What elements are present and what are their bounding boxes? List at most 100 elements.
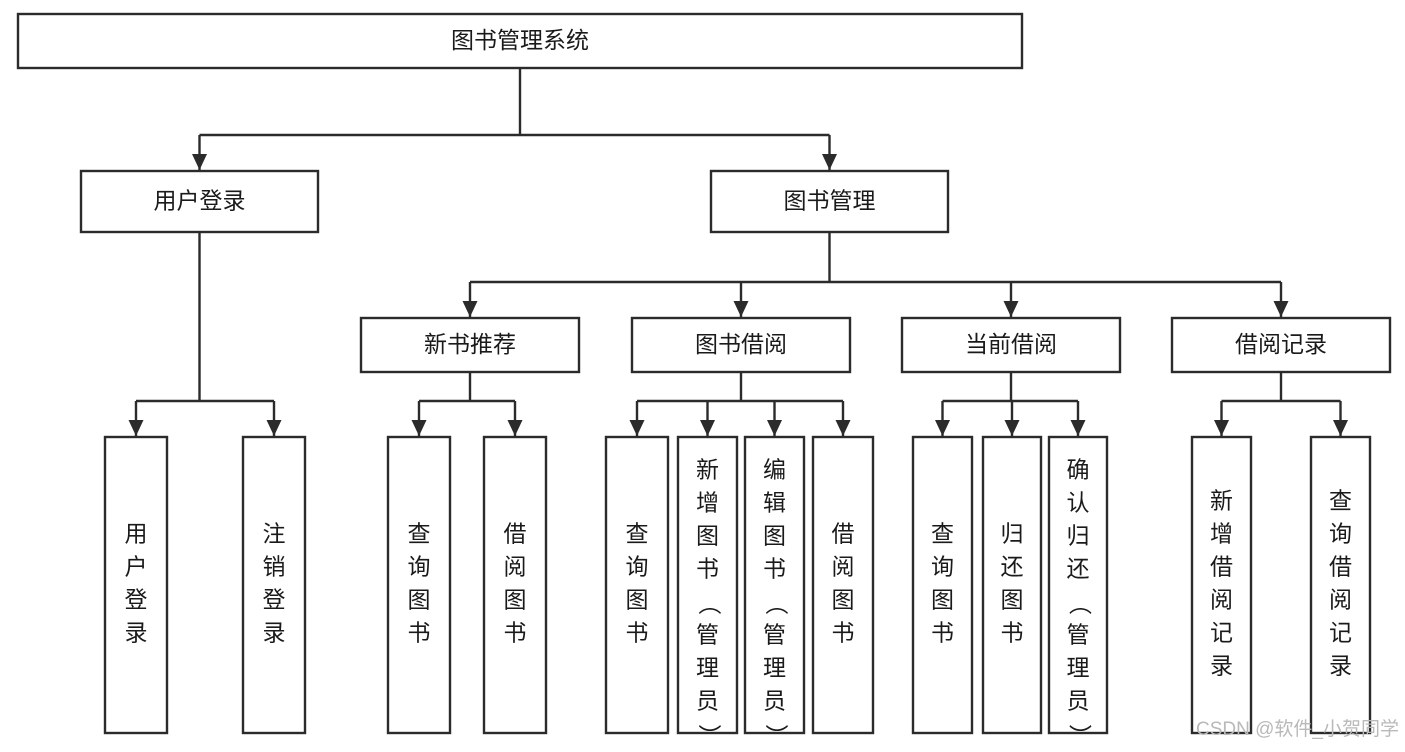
node-label-book-borrow: 图书借阅 [695,331,787,357]
node-box-leaf-edit-book [743,435,806,735]
node-leaf-user-login[interactable]: 用户登录 [103,435,169,735]
svg-text:阅: 阅 [504,554,527,580]
arrow-head-icon [1214,420,1229,436]
svg-text:借: 借 [1210,554,1233,580]
svg-text:（: （ [763,592,789,615]
arrow-head-icon [733,301,749,317]
node-box-leaf-add-book [676,435,739,735]
node-label-user-login: 用户登录 [154,188,246,214]
svg-text:新: 新 [696,457,719,483]
node-current-borrow[interactable]: 当前借阅 [900,316,1122,374]
svg-text:员: 员 [696,688,719,714]
svg-text:确: 确 [1067,457,1090,483]
svg-text:辑: 辑 [763,490,786,516]
node-new-book-recommend[interactable]: 新书推荐 [359,316,581,374]
connector-group-user-login [128,232,282,436]
node-box-root [16,12,1024,70]
svg-text:登: 登 [263,587,286,613]
arrow-head-icon [1333,420,1348,436]
svg-text:新: 新 [1210,488,1233,514]
svg-text:询: 询 [408,554,431,580]
node-box-new-book-recommend [359,316,581,374]
svg-text:借: 借 [1329,554,1352,580]
svg-text:书: 书 [931,620,954,646]
arrow-head-icon [767,420,782,436]
svg-text:查: 查 [626,521,649,547]
svg-text:书: 书 [696,556,719,582]
svg-text:编: 编 [763,457,786,483]
arrow-head-icon [266,420,282,436]
node-user-login[interactable]: 用户登录 [79,169,320,234]
connector-group-new-book-recommend [411,372,523,436]
node-book-manage[interactable]: 图书管理 [709,169,950,234]
svg-text:）: ） [1067,724,1093,747]
node-box-leaf-return-book [981,435,1043,735]
connector-group-borrow-record [1214,372,1348,436]
arrow-head-icon [507,420,523,436]
svg-text:录: 录 [1329,653,1352,679]
svg-text:理: 理 [696,655,719,681]
arrow-head-icon [462,301,478,317]
arrow-head-icon [128,420,144,436]
node-box-leaf-user-login [103,435,169,735]
svg-text:图: 图 [408,587,431,613]
svg-text:录: 录 [1210,653,1233,679]
svg-text:销: 销 [263,554,286,580]
node-layer: 图书管理系统用户登录图书管理新书推荐图书借阅当前借阅借阅记录用户登录注销登录查询… [16,12,1392,747]
svg-text:查: 查 [408,521,431,547]
svg-text:书: 书 [504,620,527,646]
svg-text:查: 查 [1329,488,1352,514]
node-label-new-book-recommend: 新书推荐 [424,331,516,357]
node-book-borrow[interactable]: 图书借阅 [630,316,852,374]
node-box-current-borrow [900,316,1122,374]
svg-text:）: ） [763,724,789,747]
csdn-watermark: CSDN @软件_小贺同学 [1196,718,1399,740]
svg-text:图: 图 [931,587,954,613]
svg-text:增: 增 [696,490,719,516]
node-box-book-borrow [630,316,852,374]
svg-text:用: 用 [125,521,148,547]
svg-text:录: 录 [263,620,286,646]
node-box-book-manage [709,169,950,234]
node-label-root: 图书管理系统 [451,27,589,53]
svg-text:认: 认 [1067,490,1090,516]
arrow-head-icon [1273,301,1289,317]
svg-text:阅: 阅 [1210,587,1233,613]
connector-group-book-manage [462,232,1289,317]
svg-text:户: 户 [125,554,148,580]
node-borrow-record[interactable]: 借阅记录 [1170,316,1392,374]
node-root[interactable]: 图书管理系统 [16,12,1024,70]
svg-text:书: 书 [408,620,431,646]
svg-text:理: 理 [1067,655,1090,681]
svg-text:管: 管 [763,622,786,648]
svg-text:注: 注 [263,521,286,547]
arrow-head-icon [935,420,950,436]
connector-layer [128,68,1348,436]
arrow-head-icon [629,420,645,436]
svg-text:查: 查 [931,521,954,547]
node-box-leaf-query-book-3 [911,435,974,735]
node-box-leaf-confirm-return [1047,435,1109,735]
